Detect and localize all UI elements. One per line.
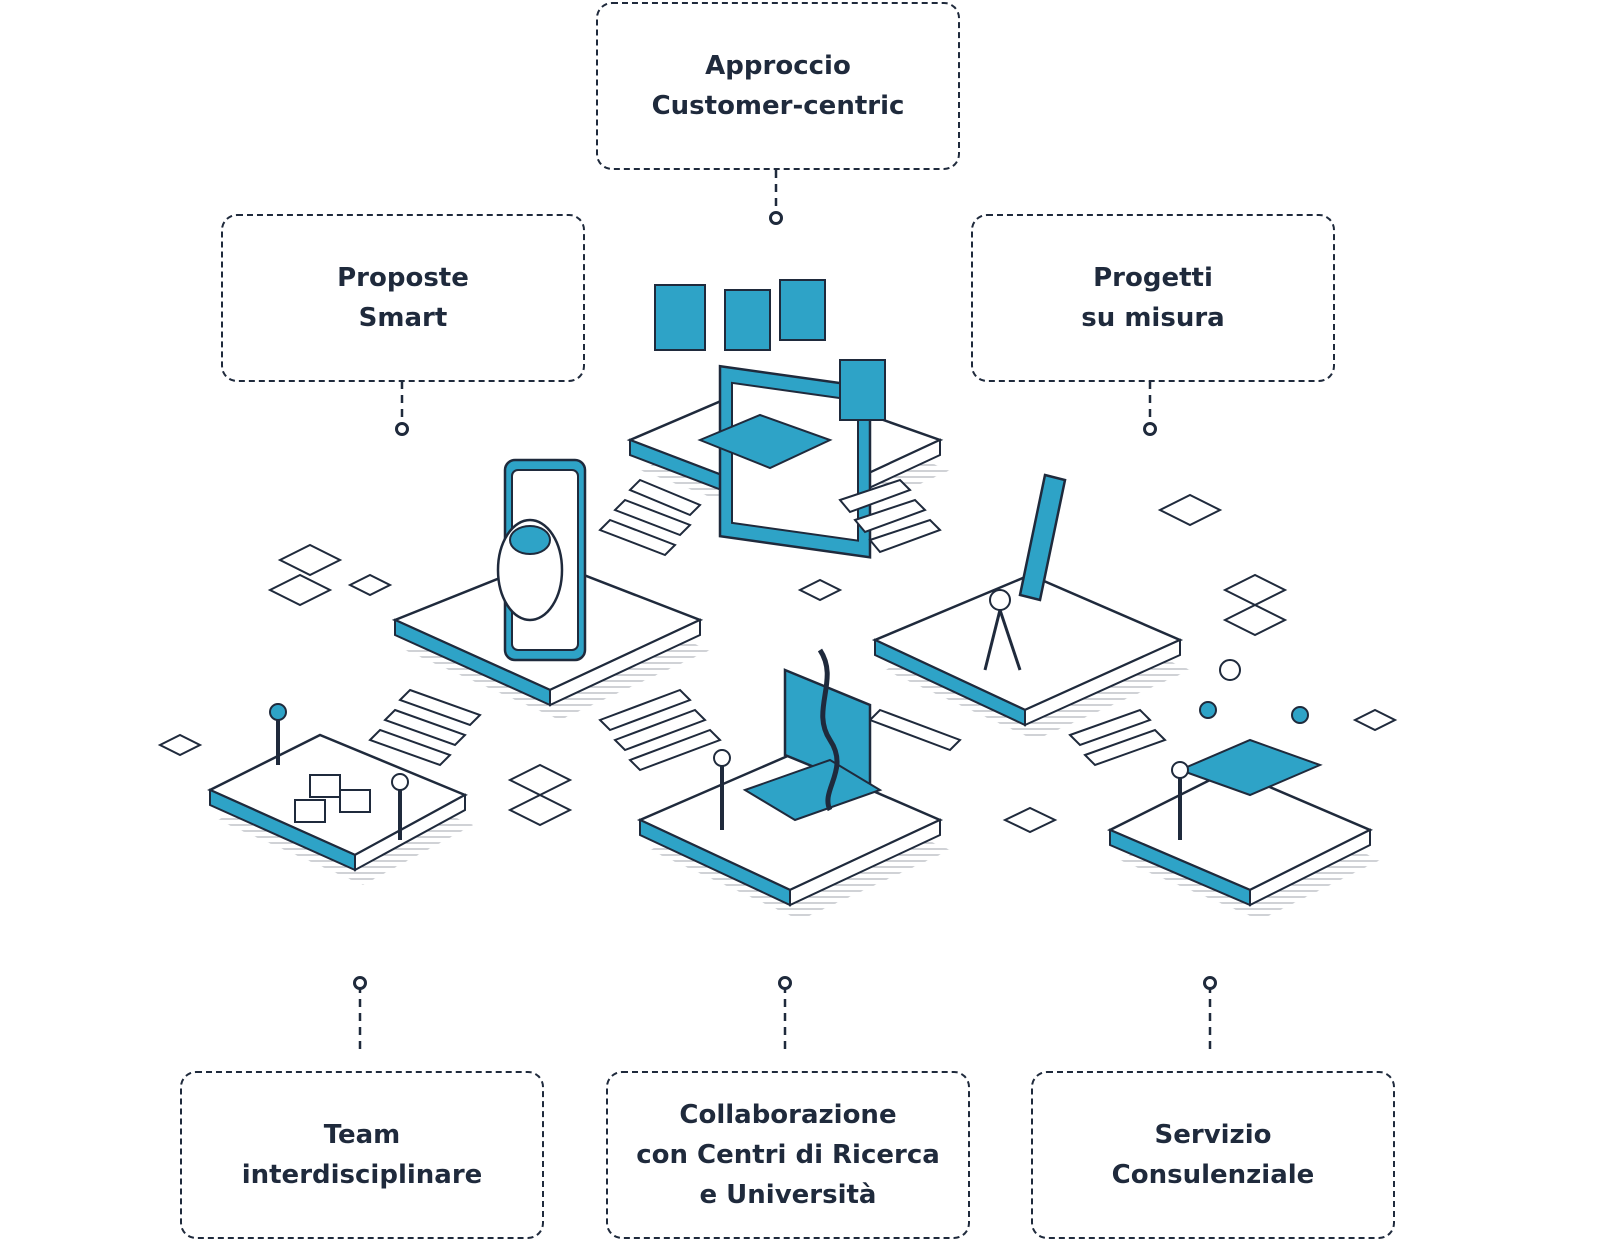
stairs-top bbox=[598, 478, 942, 557]
label-servizio-consulenziale: Servizio Consulenziale bbox=[1031, 1071, 1395, 1239]
computer-monitor-icon bbox=[626, 279, 950, 559]
label-team-interdisciplinare: Team interdisciplinare bbox=[180, 1071, 544, 1239]
meeting-table-icon bbox=[1107, 659, 1380, 920]
robot-phone-icon bbox=[391, 458, 710, 720]
rocket-icon bbox=[871, 473, 1190, 740]
label-collaborazione-text: Collaborazione con Centri di Ricerca e U… bbox=[636, 1100, 940, 1210]
label-progetti-su-misura: Progetti su misura bbox=[971, 214, 1335, 382]
laptop-dna-icon bbox=[636, 648, 950, 920]
connectors bbox=[358, 170, 1212, 1055]
label-customer-centric-text: Approccio Customer-centric bbox=[651, 51, 905, 121]
label-servizio-consulenziale-text: Servizio Consulenziale bbox=[1111, 1120, 1315, 1190]
label-team-interdisciplinare-text: Team interdisciplinare bbox=[241, 1120, 483, 1190]
label-proposte-smart: Proposte Smart bbox=[221, 214, 585, 382]
puzzle-team-icon bbox=[207, 703, 473, 885]
connector-dots bbox=[353, 211, 1217, 990]
stairs-middle bbox=[368, 688, 1167, 772]
label-progetti-su-misura-text: Progetti su misura bbox=[1081, 263, 1225, 333]
label-customer-centric: Approccio Customer-centric bbox=[596, 2, 960, 170]
decor-blocks bbox=[157, 493, 1398, 834]
label-proposte-smart-text: Proposte Smart bbox=[337, 263, 469, 333]
label-collaborazione: Collaborazione con Centri di Ricerca e U… bbox=[606, 1071, 970, 1239]
